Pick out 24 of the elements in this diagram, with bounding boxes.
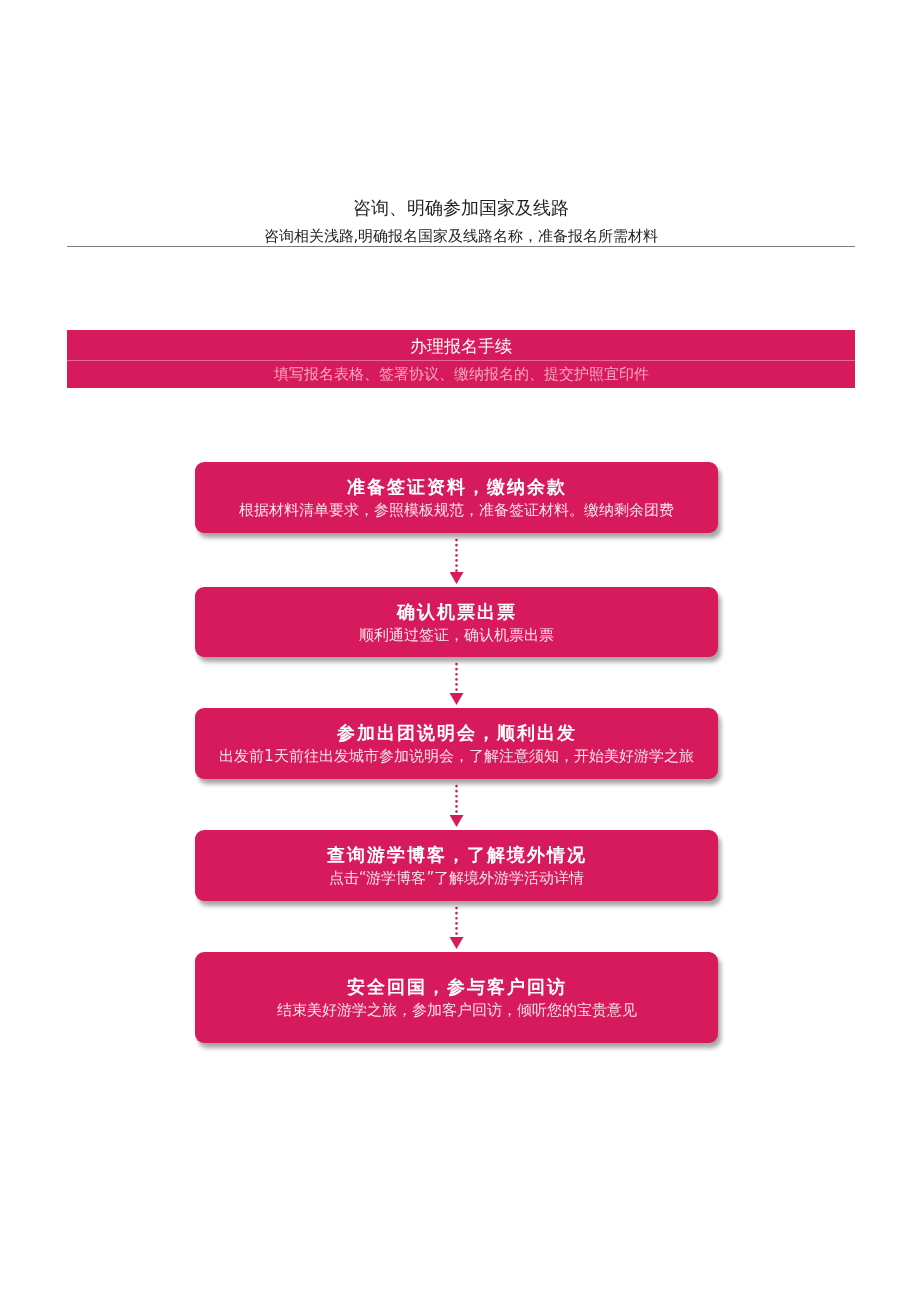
step-title: 参加出团说明会，顺利出发 [336, 721, 577, 745]
arrow [449, 784, 464, 828]
step-card [195, 952, 718, 1043]
step-description: 填写报名表格、签署协议、缴纳报名的、提交护照宜印件 [273, 364, 649, 384]
step-title: 安全回国，参与客户回访 [346, 975, 567, 999]
arrow [449, 662, 464, 706]
arrow [449, 538, 464, 585]
step-title: 确认机票出票 [396, 599, 517, 624]
step-description: 顺利通过签证，确认机票出票 [359, 624, 554, 646]
step-title: 查询游学博客，了解境外情况 [326, 843, 587, 867]
arrow [449, 906, 464, 950]
step-description: 根据材料清单要求，参照模板规范，准备签证材料。缴纳剩余团费 [239, 500, 674, 521]
step-title: 办理报名手续 [410, 335, 512, 358]
step-title: 咨询、明确参加国家及线路 [353, 196, 569, 220]
step-banner [67, 330, 855, 388]
step-card [195, 830, 718, 901]
step-description: 出发前1天前往出发城市参加说明会，了解注意须知，开始美好游学之旅 [219, 746, 694, 767]
step-card [195, 708, 718, 779]
step-description: 咨询相关浅路,明确报名国家及线路名称，准备报名所需材料 [263, 226, 659, 246]
step-description: 点击“游学博客”了解境外游学活动详情 [328, 868, 585, 889]
step-title: 准备签证资料，缴纳余款 [346, 475, 567, 499]
step-card [195, 587, 718, 657]
step-description: 结束美好游学之旅，参加客户回访，倾听您的宝贵意见 [276, 1000, 637, 1021]
step-card [195, 462, 718, 533]
